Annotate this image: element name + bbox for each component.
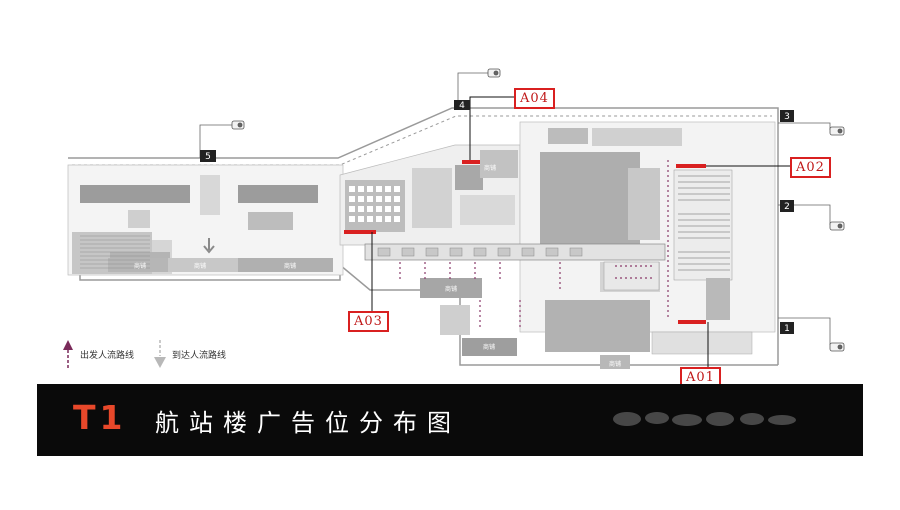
title-text: 航站楼广告位分布图 [155, 409, 461, 437]
departure-arrow-icon [63, 340, 73, 368]
blurred-logo [613, 412, 796, 426]
central-hall [339, 144, 521, 246]
ad-label-a02: A02 [790, 157, 831, 178]
west-wing [67, 164, 344, 276]
legend-arrival-label: 到达人流路线 [172, 351, 227, 361]
ad-label-a04: A04 [514, 88, 555, 109]
zone-tag: 商铺 [194, 262, 206, 270]
gate-number-5: 5 [205, 152, 211, 162]
gate-number-4: 4 [459, 101, 465, 111]
zone-tag: 商铺 [484, 164, 496, 172]
legend-departure-label: 出发人流路线 [80, 351, 135, 361]
title-code: T1 [73, 398, 127, 437]
ad-label-a03: A03 [348, 311, 389, 332]
zone-tag: 商铺 [284, 262, 296, 270]
pier-corridor [364, 243, 666, 369]
zone-tag: 商铺 [609, 360, 621, 368]
gate-numbers: 5 4 3 2 1 [205, 101, 790, 334]
zone-tag: 商铺 [483, 343, 495, 351]
leader-lines [371, 96, 790, 368]
aircraft-icons [231, 68, 845, 352]
gate-markers [200, 100, 794, 334]
title-bar: T1 航站楼广告位分布图 [37, 384, 863, 456]
east-hall [519, 121, 776, 355]
gate-number-3: 3 [784, 112, 790, 122]
departure-flow-lines [399, 160, 669, 330]
zone-tag: 商铺 [445, 285, 457, 293]
gate-number-1: 1 [784, 324, 790, 334]
arrival-arrow-icon [154, 340, 166, 368]
zone-tags: 商铺 商铺 商铺 商铺 商铺 商铺 商铺 [134, 164, 621, 368]
ad-label-a01: A01 [680, 367, 721, 388]
gate-number-2: 2 [784, 202, 790, 212]
zone-tag: 商铺 [134, 262, 146, 270]
highlight-marks [344, 160, 706, 324]
